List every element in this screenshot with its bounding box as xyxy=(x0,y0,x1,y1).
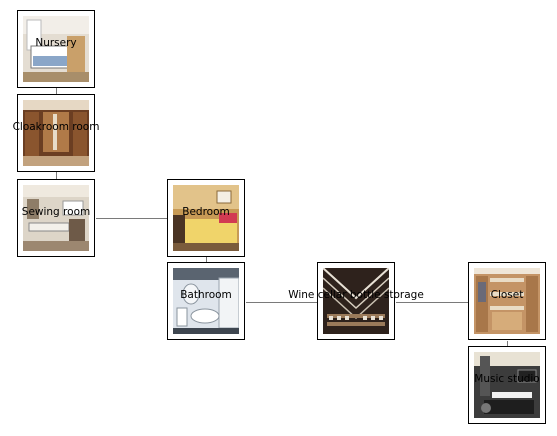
room-node-cloakroom[interactable]: Cloakroom room xyxy=(13,94,99,172)
room-label-bedroom: Bedroom xyxy=(182,206,230,218)
edge-closet-music xyxy=(507,341,508,346)
room-node-music[interactable]: Music studio xyxy=(468,346,546,424)
room-label-closet: Closet xyxy=(490,289,524,301)
room-node-closet[interactable]: Closet xyxy=(468,262,546,340)
edge-nursery-cloakroom xyxy=(56,88,57,95)
room-node-sewing[interactable]: Sewing room xyxy=(17,179,95,257)
room-node-wine[interactable]: Wine cellar bottle storage xyxy=(288,262,424,340)
room-node-bathroom[interactable]: Bathroom xyxy=(167,262,245,340)
edge-bathroom-wine xyxy=(246,302,317,303)
edge-cloakroom-sewing xyxy=(56,172,57,179)
edge-bedroom-bathroom xyxy=(206,257,207,262)
room-label-bathroom: Bathroom xyxy=(180,289,232,301)
cloakroom-photo xyxy=(23,100,89,166)
wine-photo xyxy=(323,268,389,334)
sewing-photo xyxy=(23,185,89,251)
room-node-bedroom[interactable]: Bedroom xyxy=(167,179,245,257)
room-label-wine: Wine cellar bottle storage xyxy=(288,289,424,301)
edge-wine-closet xyxy=(396,302,468,303)
nursery-photo xyxy=(23,16,89,82)
edge-sewing-bedroom xyxy=(96,218,167,219)
room-label-sewing: Sewing room xyxy=(21,206,91,218)
bathroom-photo xyxy=(173,268,239,334)
room-label-music: Music studio xyxy=(474,373,540,385)
room-node-nursery[interactable]: Nursery xyxy=(17,10,95,88)
closet-photo xyxy=(474,268,540,334)
music-photo xyxy=(474,352,540,418)
room-label-nursery: Nursery xyxy=(35,37,77,49)
room-label-cloakroom: Cloakroom room xyxy=(12,121,100,133)
bedroom-photo xyxy=(173,185,239,251)
